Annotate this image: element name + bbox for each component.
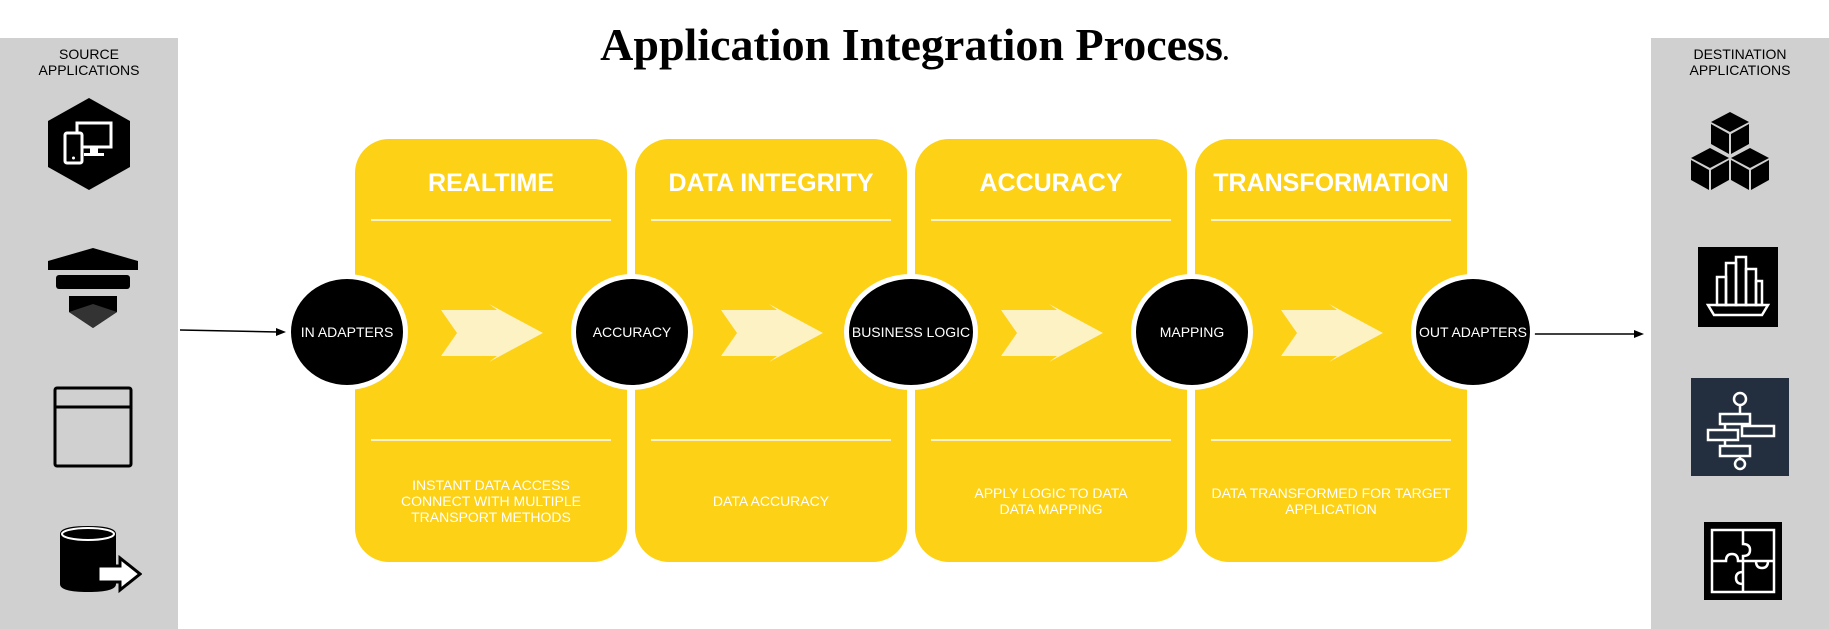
inbound-connector-arrow — [179, 328, 286, 336]
node-label: BUSINESS LOGIC — [851, 324, 971, 340]
workflow-icon — [1691, 378, 1789, 476]
node-business-logic: BUSINESS LOGIC — [844, 274, 978, 390]
chevron-arrow-icon — [1001, 304, 1103, 362]
page-title-text: Application Integration Process — [600, 19, 1223, 70]
stage-title: TRANSFORMATION — [1213, 169, 1449, 197]
stage-description: INSTANT DATA ACCESS CONNECT WITH MULTIPL… — [401, 477, 581, 525]
node-accuracy: ACCURACY — [571, 274, 693, 390]
stage-divider-top — [931, 219, 1171, 221]
destination-panel-title: DESTINATION APPLICATIONS — [1689, 46, 1791, 78]
node-mapping: MAPPING — [1131, 274, 1253, 390]
database-export-icon — [60, 526, 142, 594]
stage-divider-top — [1211, 219, 1451, 221]
node-label: MAPPING — [1159, 324, 1225, 340]
chevron-arrow-icon — [1281, 304, 1383, 362]
outbound-connector-arrow — [1532, 330, 1644, 338]
source-panel-title: SOURCE APPLICATIONS — [38, 46, 140, 78]
stage-divider-top — [651, 219, 891, 221]
node-label: IN ADAPTERS — [300, 324, 394, 340]
city-skyline-icon — [1698, 247, 1778, 327]
puzzle-icon — [1704, 522, 1782, 600]
stage-divider-bottom — [651, 439, 891, 441]
stage-description: DATA TRANSFORMED FOR TARGET APPLICATION — [1211, 485, 1451, 517]
page-title: Application Integration Process. — [0, 18, 1829, 71]
devices-hexagon-icon — [48, 98, 130, 190]
node-in-adapters: IN ADAPTERS — [286, 274, 408, 390]
node-label: OUT ADAPTERS — [1419, 324, 1527, 340]
chevron-arrow-icon — [441, 304, 543, 362]
stage-description: DATA ACCURACY — [712, 493, 830, 509]
stage-divider-top — [371, 219, 611, 221]
stage-divider-bottom — [371, 439, 611, 441]
node-out-adapters: OUT ADAPTERS — [1411, 274, 1535, 390]
stage-divider-bottom — [1211, 439, 1451, 441]
stage-title: REALTIME — [428, 169, 554, 197]
chevron-arrow-icon — [721, 304, 823, 362]
browser-window-icon — [53, 386, 133, 468]
stage-description: APPLY LOGIC TO DATA DATA MAPPING — [974, 485, 1128, 517]
stage-title: DATA INTEGRITY — [668, 169, 874, 197]
page-title-suffix: . — [1222, 40, 1229, 66]
stage-divider-bottom — [931, 439, 1171, 441]
cubes-icon — [1691, 112, 1769, 190]
layers-stack-icon — [48, 248, 138, 328]
stage-title: ACCURACY — [979, 169, 1123, 197]
node-label: ACCURACY — [592, 324, 672, 340]
